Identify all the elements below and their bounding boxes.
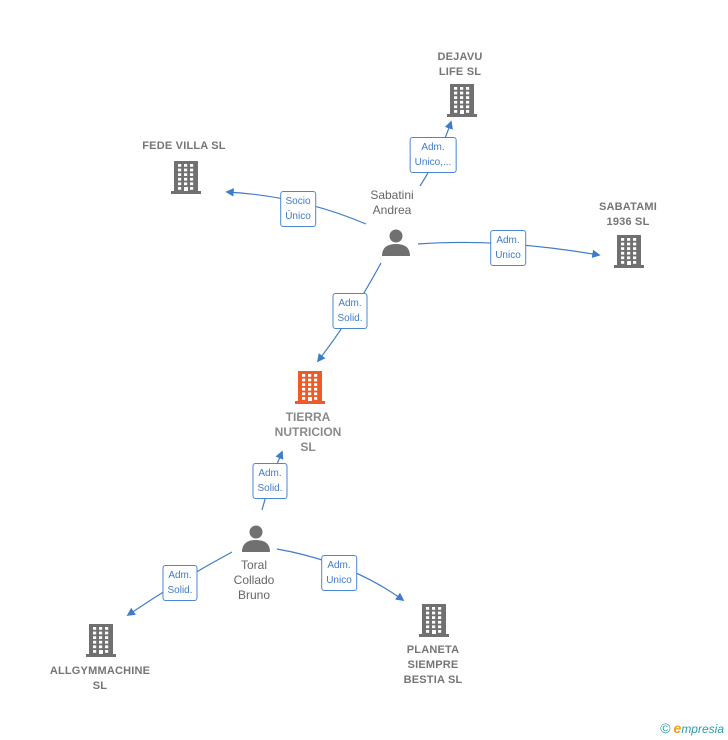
edge-label-line: Unico [326, 575, 352, 586]
building-icon-fede[interactable] [171, 161, 201, 194]
node-label-line: Andrea [372, 203, 412, 217]
building-icon-dejavu[interactable] [447, 84, 477, 117]
node-label-line: SABATAMI [598, 201, 658, 213]
node-label-line: Bruno [237, 588, 271, 602]
node-label-dejavu[interactable]: DEJAVU LIFE SL [437, 50, 482, 80]
edge-label-e7[interactable]: Adm. Unico [321, 555, 357, 591]
node-label-line: PLANETA [406, 644, 460, 656]
node-label-fede[interactable]: FEDE VILLA SL [142, 139, 225, 154]
person-icon-toral[interactable] [242, 525, 270, 553]
building-icon-tierra[interactable] [295, 371, 325, 404]
edge-label-e5[interactable]: Adm. Solid. [252, 463, 288, 499]
edge-label-line: Adm. [258, 468, 282, 479]
edge-label-e6[interactable]: Adm. Solid. [162, 565, 198, 601]
edge-label-line: Adm. [327, 560, 351, 571]
node-label-line: Toral [240, 558, 268, 572]
node-label-line: SL [300, 440, 316, 454]
node-label-line: SL [92, 680, 108, 692]
edge-label-line: Solid. [257, 483, 283, 494]
edge-label-e3[interactable]: Adm. Unico [490, 230, 526, 266]
edge-label-line: Solid. [337, 313, 363, 324]
edge-label-line: Solid. [167, 585, 193, 596]
edge-label-line: Adm. [496, 235, 520, 246]
node-label-line: Sabatini [370, 188, 414, 202]
node-label-line: BESTIA SL [403, 674, 463, 686]
edge-label-line: Único [285, 211, 311, 222]
copyright-icon: © [660, 720, 671, 736]
node-label-line: TIERRA [285, 410, 331, 424]
edge-label-line: Adm. [338, 298, 362, 309]
edge-label-line: Adm. [421, 142, 445, 153]
edge-label-e4[interactable]: Adm. Solid. [332, 293, 368, 329]
node-label-line: SIEMPRE [407, 659, 459, 671]
node-label-line: ALLGYMMACHINE [49, 665, 151, 677]
edge-label-line: Unico [495, 250, 521, 261]
node-label-sabatami[interactable]: SABATAMI 1936 SL [599, 200, 657, 230]
node-label-line: 1936 SL [606, 216, 650, 228]
edge-label-line: Socio [285, 196, 311, 207]
building-icon-allgym[interactable] [86, 624, 116, 657]
node-label-line: Collado [233, 573, 275, 587]
brand-watermark: ©empresia [660, 720, 724, 736]
building-icon-planeta[interactable] [419, 604, 449, 637]
node-label-line: NUTRICION [274, 425, 342, 439]
node-label-line: DEJAVU [437, 51, 483, 63]
building-icon-sabatami[interactable] [614, 235, 644, 268]
edge-label-line: Unico,... [414, 157, 452, 168]
edge-label-line: Adm. [168, 570, 192, 581]
person-icon-sabatini[interactable] [382, 229, 410, 257]
node-label-allgym[interactable]: ALLGYMMACHINE SL [50, 664, 150, 694]
node-label-planeta[interactable]: PLANETA SIEMPRE BESTIA SL [404, 643, 463, 688]
node-label-line: FEDE VILLA SL [142, 140, 226, 152]
brand-name: mpresia [681, 722, 724, 736]
brand-initial: e [673, 720, 682, 736]
node-label-line: LIFE SL [438, 66, 482, 78]
edge-label-e1[interactable]: Adm. Unico,... [409, 137, 457, 173]
